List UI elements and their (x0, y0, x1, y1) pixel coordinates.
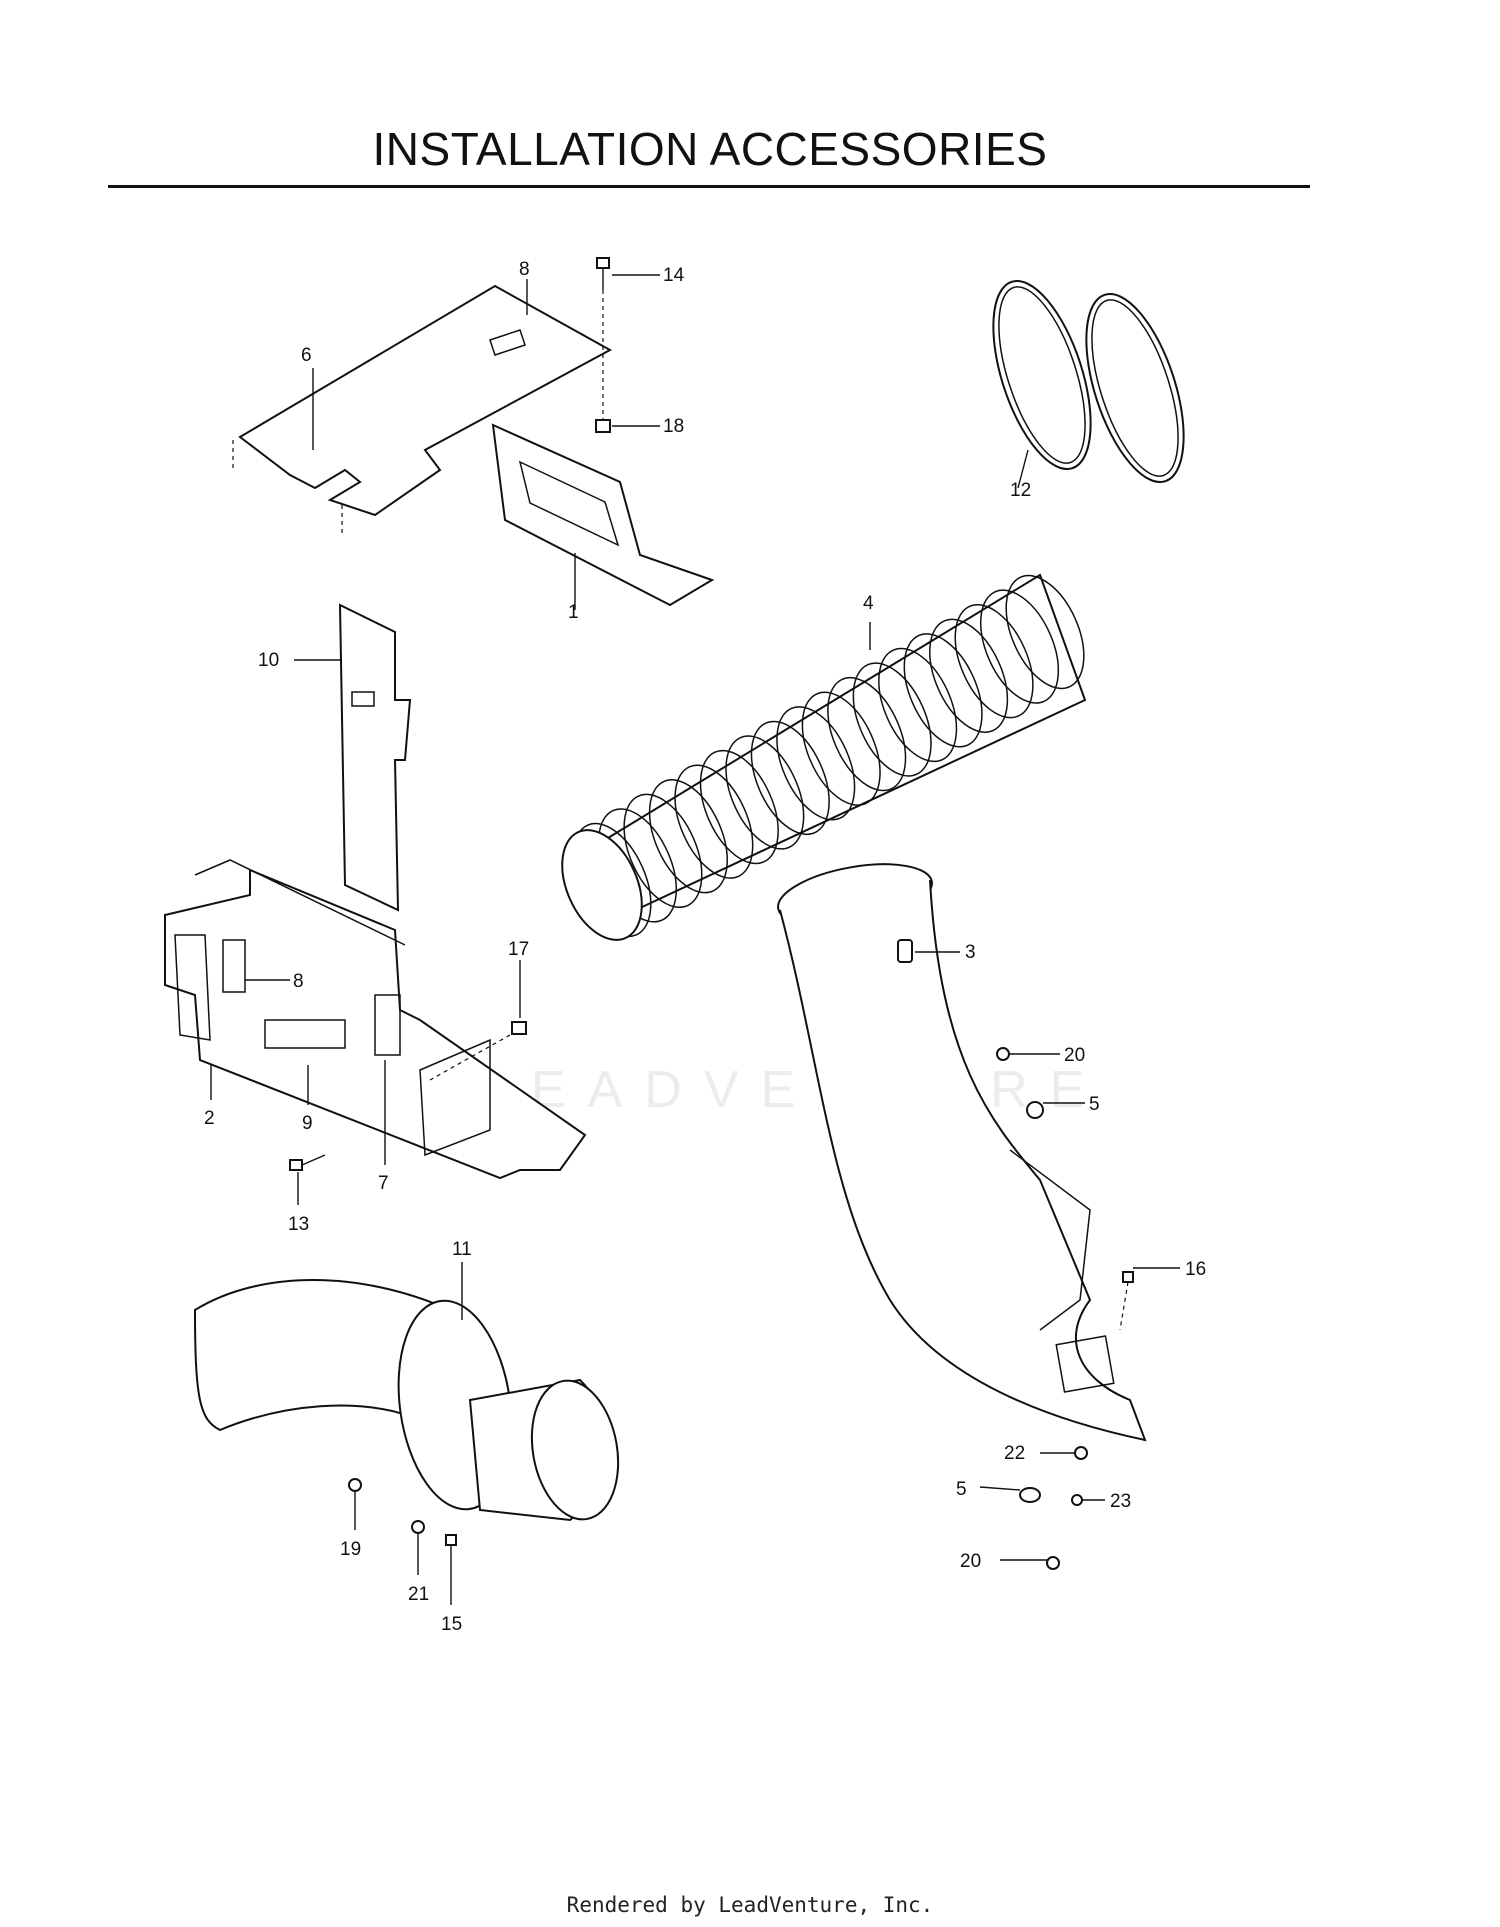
callout-15: 15 (441, 1614, 462, 1635)
hose-rib (699, 749, 779, 865)
part-1-bracket (491, 423, 715, 607)
hose-rib (801, 691, 881, 806)
part-17-nut (511, 1021, 527, 1035)
part-10-strap (338, 603, 412, 912)
part-3-elbow-tube (777, 863, 1147, 1442)
part-6-mounting-plate (232, 284, 613, 535)
callout-5-bottom: 5 (956, 1479, 967, 1500)
callout-13: 13 (288, 1214, 309, 1235)
callout-11: 11 (452, 1239, 472, 1260)
hose-rib (827, 676, 907, 792)
part-11-chute-adapter (193, 1279, 620, 1522)
callout-2: 2 (204, 1108, 215, 1129)
part-23-nut (1071, 1494, 1083, 1506)
part-22-washer (1074, 1446, 1088, 1460)
part-13-bolt (289, 1154, 326, 1171)
hose-rib (878, 647, 958, 763)
callout-8-bracket: 8 (293, 971, 304, 992)
callout-10: 10 (258, 650, 279, 671)
callout-17: 17 (508, 939, 529, 960)
footer-credit: Rendered by LeadVenture, Inc. (566, 1893, 934, 1917)
part-14-bolt (596, 257, 610, 290)
part-4-hose (561, 573, 1087, 941)
callout-23: 23 (1110, 1491, 1131, 1512)
part-15-screw (445, 1534, 457, 1546)
hose-rib (674, 764, 754, 879)
title-rule (108, 185, 1310, 188)
callout-3: 3 (965, 942, 976, 963)
part-21-washer (411, 1520, 425, 1534)
hose-rib (852, 662, 932, 777)
hose-rib (776, 706, 856, 821)
callout-18: 18 (663, 416, 684, 437)
callout-20-bottom: 20 (960, 1551, 981, 1572)
part-2-main-bracket (164, 859, 587, 1180)
callout-14: 14 (663, 265, 685, 286)
callout-16: 16 (1185, 1259, 1206, 1280)
part-18-nut (595, 419, 611, 433)
callout-8-top: 8 (519, 259, 530, 280)
part-19-nut (348, 1478, 362, 1492)
callout-6: 6 (301, 345, 312, 366)
hose-rib (725, 735, 805, 850)
callout-7: 7 (378, 1173, 389, 1194)
callout-5-top: 5 (1089, 1094, 1100, 1115)
hose-rib (954, 603, 1034, 719)
callout-21: 21 (408, 1584, 429, 1605)
hose-rib (750, 720, 830, 836)
hose-rib (979, 589, 1060, 704)
callout-12: 12 (1010, 480, 1031, 501)
callout-19: 19 (340, 1539, 361, 1560)
part-5-pin-top (1026, 1101, 1044, 1119)
part-20-washer-bottom (1046, 1556, 1060, 1570)
part-12-hose-clamps (992, 279, 1185, 484)
hose-rib (929, 618, 1009, 733)
hose-rib (623, 793, 703, 909)
hose-rib (903, 633, 983, 748)
callout-1: 1 (568, 602, 579, 623)
part-20-washer-top (996, 1047, 1010, 1061)
page-title: INSTALLATION ACCESSORIES (372, 123, 1048, 175)
callout-9: 9 (302, 1113, 313, 1134)
callout-leaders (210, 274, 1180, 1605)
hose-rib (1005, 574, 1085, 690)
part-16-screw (1119, 1271, 1134, 1331)
part-5-pin-bottom (1019, 1487, 1041, 1503)
hose-rib (648, 779, 728, 894)
callout-22: 22 (1004, 1443, 1025, 1464)
callout-4: 4 (863, 593, 874, 614)
callout-20-top: 20 (1064, 1045, 1085, 1066)
